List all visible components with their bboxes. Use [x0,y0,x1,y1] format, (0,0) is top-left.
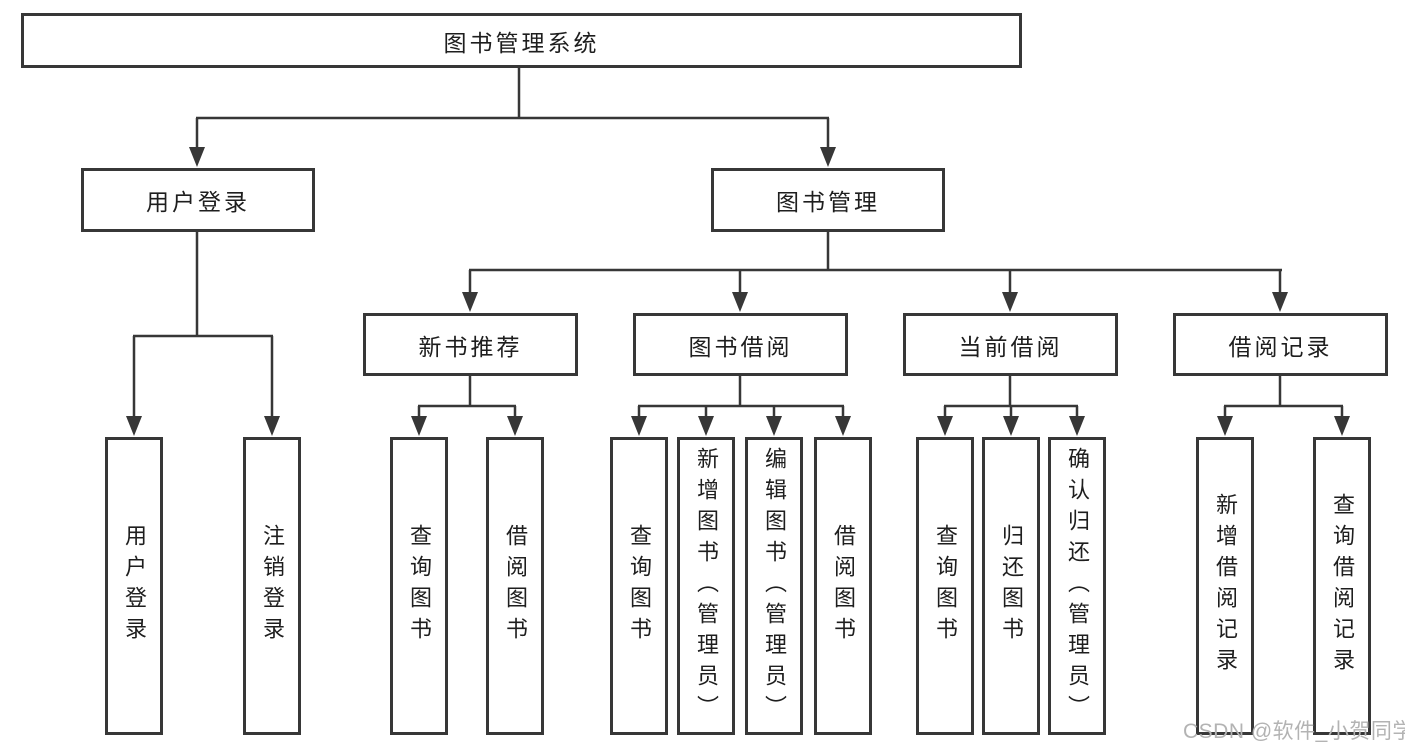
node-current-borrowing: 当前借阅 [903,313,1118,376]
connector-book-management-to-groups [462,232,1288,312]
leaf-user-login: 用户登录 [105,437,163,735]
leaf-label: 查询借阅记录 [1330,493,1355,679]
arrowhead [1217,416,1233,436]
arrowhead [189,147,205,167]
leaf-label: 编辑图书（管理员） [762,446,787,726]
leaf-label: 查询图书 [407,524,432,648]
arrowhead [631,416,647,436]
node-new-book-recommend: 新书推荐 [363,313,578,376]
arrowhead [1002,292,1018,312]
leaf-add-borrow-record: 新增借阅记录 [1196,437,1254,735]
node-user-login: 用户登录 [81,168,315,232]
leaf-label: 借阅图书 [831,524,856,648]
arrowhead [507,416,523,436]
leaf-label: 用户登录 [122,524,147,648]
arrowhead [126,416,142,436]
leaf-label: 新增图书（管理员） [694,446,719,726]
leaf-label: 注销登录 [260,524,285,648]
arrowhead [1334,416,1350,436]
arrowhead [820,147,836,167]
node-label: 用户登录 [146,189,250,215]
leaf-edit-book-admin: 编辑图书（管理员） [745,437,803,735]
connector-root-to-level2 [189,66,836,167]
csdn-watermark: CSDN @软件_小贺同学 [1183,720,1405,743]
leaf-label: 确认归还（管理员） [1065,446,1090,726]
node-label: 新书推荐 [418,333,523,360]
arrowhead [264,416,280,436]
leaf-query-books-current: 查询图书 [916,437,974,735]
connector-user-login-to-leaves [126,232,280,436]
root-node-label: 图书管理系统 [443,29,600,56]
arrowhead [937,416,953,436]
arrowhead [462,292,478,312]
node-book-management: 图书管理 [711,168,945,232]
node-label: 当前借阅 [958,333,1063,360]
leaf-query-books-recommend: 查询图书 [390,437,448,735]
arrowhead [835,416,851,436]
connector-borrowing-records-to-leaves [1217,376,1350,436]
leaf-borrow-books-recommend: 借阅图书 [486,437,544,735]
leaf-logout: 注销登录 [243,437,301,735]
leaf-label: 查询图书 [627,524,652,648]
root-node-library-system: 图书管理系统 [21,13,1022,68]
leaf-query-borrow-record: 查询借阅记录 [1313,437,1371,735]
node-label: 图书借阅 [688,333,793,360]
leaf-add-book-admin: 新增图书（管理员） [677,437,735,735]
connector-new-book-recommend-to-leaves [411,376,523,436]
arrowhead [1069,416,1085,436]
leaf-label: 归还图书 [999,524,1024,648]
arrowhead [1003,416,1019,436]
arrowhead [411,416,427,436]
connector-current-borrowing-to-leaves [937,376,1085,436]
node-label: 借阅记录 [1228,333,1333,360]
leaf-borrow-books-borrowing: 借阅图书 [814,437,872,735]
leaf-label: 查询图书 [933,524,958,648]
leaf-confirm-return-admin: 确认归还（管理员） [1048,437,1106,735]
arrowhead [698,416,714,436]
node-book-borrowing: 图书借阅 [633,313,848,376]
arrowhead [732,292,748,312]
leaf-label: 借阅图书 [503,524,528,648]
node-borrowing-records: 借阅记录 [1173,313,1388,376]
arrowhead [1272,292,1288,312]
leaf-label: 新增借阅记录 [1213,493,1238,679]
leaf-query-books-borrowing: 查询图书 [610,437,668,735]
leaf-return-book: 归还图书 [982,437,1040,735]
node-label: 图书管理 [776,189,880,215]
arrowhead [766,416,782,436]
connector-book-borrowing-to-leaves [631,376,851,436]
